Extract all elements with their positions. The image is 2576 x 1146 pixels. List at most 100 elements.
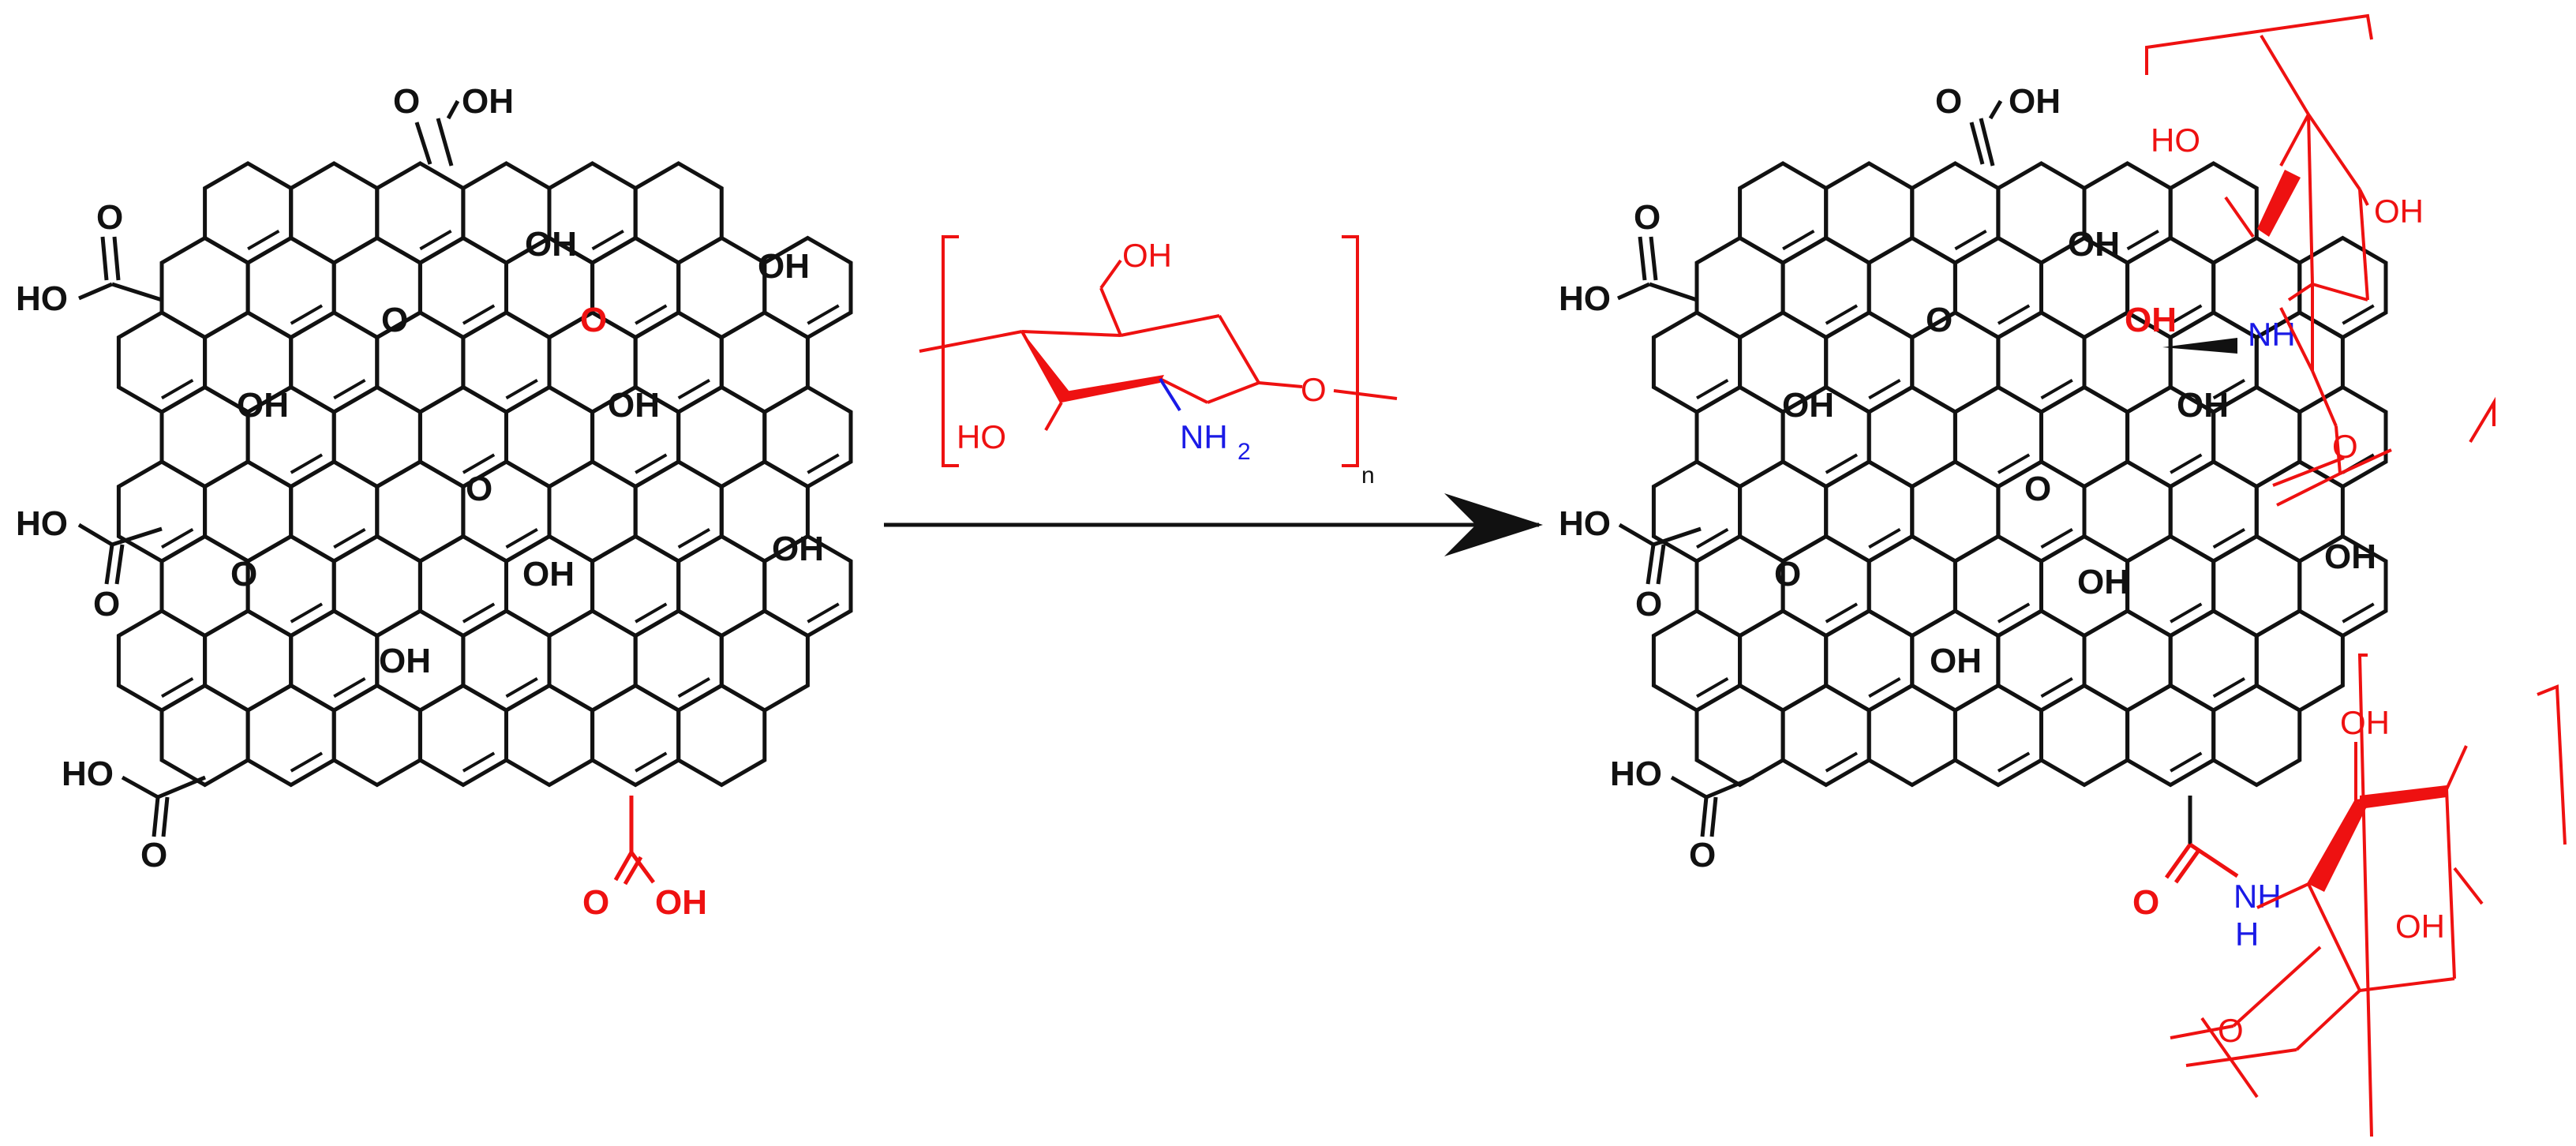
label-ho: HO — [16, 504, 68, 543]
double-bond — [1997, 602, 2031, 624]
double-bond — [2212, 676, 2246, 698]
double-bond — [290, 453, 324, 474]
hexagon-ring — [1866, 384, 1957, 489]
hexagon-ring — [2254, 609, 2345, 713]
chain-top-ho: HO — [2151, 122, 2200, 159]
double-bond — [1997, 751, 2031, 773]
label-o: O — [1935, 82, 1962, 121]
double-bond — [1868, 527, 1901, 549]
hexagon-ring — [2211, 683, 2302, 788]
hexagon-ring — [2039, 683, 2130, 788]
hexagon-ring — [2082, 459, 2173, 564]
graphene-oxide-sheet — [116, 161, 853, 788]
double-bond — [333, 676, 366, 698]
hexagon-ring — [1910, 459, 2001, 564]
hexagon-ring — [2168, 161, 2259, 265]
double-bond — [505, 527, 538, 549]
double-bond — [160, 676, 194, 698]
double-bond — [160, 378, 194, 400]
label-o: O — [1634, 198, 1661, 237]
hexagon-ring — [1866, 683, 1957, 788]
label-oh: OH — [379, 642, 431, 680]
hexagon-ring — [331, 534, 422, 639]
chitosan-repeat-unit: OH HO NH 2 O n — [919, 235, 1398, 489]
chain-bottom-o: O — [2218, 1012, 2244, 1049]
label-ho: HO — [1610, 755, 1662, 793]
double-bond — [290, 751, 324, 773]
double-bond — [2040, 527, 2073, 549]
hexagon-ring — [633, 161, 724, 265]
double-bond — [462, 453, 496, 474]
double-bond — [1695, 527, 1729, 549]
hexagon-ring — [547, 609, 638, 713]
double-bond — [1954, 229, 1987, 251]
label-red-oh: OH — [655, 883, 707, 922]
hexagon-ring — [1738, 459, 1829, 564]
hexagon-ring — [2211, 534, 2302, 639]
hexagon-ring — [1694, 683, 1785, 788]
wedge-bond — [2308, 801, 2368, 892]
double-bond — [807, 453, 840, 474]
hexagon-ring — [504, 683, 595, 788]
hexagon-ring — [1694, 384, 1785, 489]
hexagon-ring — [289, 161, 380, 265]
chain-top-oh: OH — [2374, 193, 2424, 230]
wedge-bond — [2360, 785, 2447, 809]
hexagon-ring — [159, 235, 250, 340]
double-bond — [2212, 378, 2246, 400]
label-o: O — [96, 198, 123, 237]
double-bond — [247, 229, 280, 251]
double-bond — [1825, 453, 1859, 474]
arrow-head — [1444, 493, 1543, 556]
hexagon-ring — [676, 384, 767, 489]
hexagon-ring — [1738, 609, 1829, 713]
double-bond — [677, 676, 711, 698]
hexagon-ring — [547, 459, 638, 564]
label-epoxy-o: O — [1926, 301, 1953, 339]
double-bond — [1695, 676, 1729, 698]
double-bond — [333, 527, 366, 549]
label-oh: OH — [1782, 386, 1834, 425]
double-bond — [462, 304, 496, 325]
double-bond — [635, 304, 668, 325]
label-epoxy-o: O — [466, 470, 492, 508]
hexagon-ring — [159, 683, 250, 788]
label-epoxy-o: O — [2024, 470, 2051, 508]
double-bond — [462, 751, 496, 773]
chitosan-repeat-n: n — [1361, 463, 1375, 489]
product-labels: O OH O HO OH O OH NH OH OH HO O O OH O O… — [1559, 82, 2376, 953]
label-ho: HO — [1559, 279, 1611, 318]
double-bond — [2170, 453, 2203, 474]
label-ho: HO — [1559, 504, 1611, 543]
double-bond — [2170, 304, 2203, 325]
hexagon-ring — [159, 384, 250, 489]
double-bond — [635, 602, 668, 624]
hexagon-ring — [719, 310, 810, 414]
hexagon-ring — [1694, 235, 1785, 340]
hexagon-ring — [676, 683, 767, 788]
amide-nh: NH — [2233, 878, 2282, 915]
hexagon-ring — [504, 384, 595, 489]
amide-o: O — [2132, 883, 2159, 922]
label-oh: OH — [772, 530, 824, 568]
chain-bottom-oh-top: OH — [2340, 704, 2390, 741]
label-epoxy-o: O — [1774, 555, 1801, 594]
double-bond — [591, 229, 624, 251]
hexagon-ring — [375, 459, 466, 564]
label-o: O — [140, 836, 167, 874]
double-bond — [2170, 602, 2203, 624]
label-oh: OH — [525, 225, 577, 264]
label-o: O — [1635, 585, 1662, 624]
double-bond — [419, 229, 452, 251]
label-oh: OH — [462, 82, 514, 121]
double-bond — [1997, 453, 2031, 474]
label-o: O — [393, 82, 420, 121]
hexagon-ring — [331, 683, 422, 788]
double-bond — [462, 602, 496, 624]
hexagon-ring — [203, 459, 294, 564]
double-bond — [1695, 378, 1729, 400]
label-ho: HO — [16, 279, 68, 318]
label-oh: OH — [2324, 537, 2376, 576]
double-bond — [1997, 304, 2031, 325]
